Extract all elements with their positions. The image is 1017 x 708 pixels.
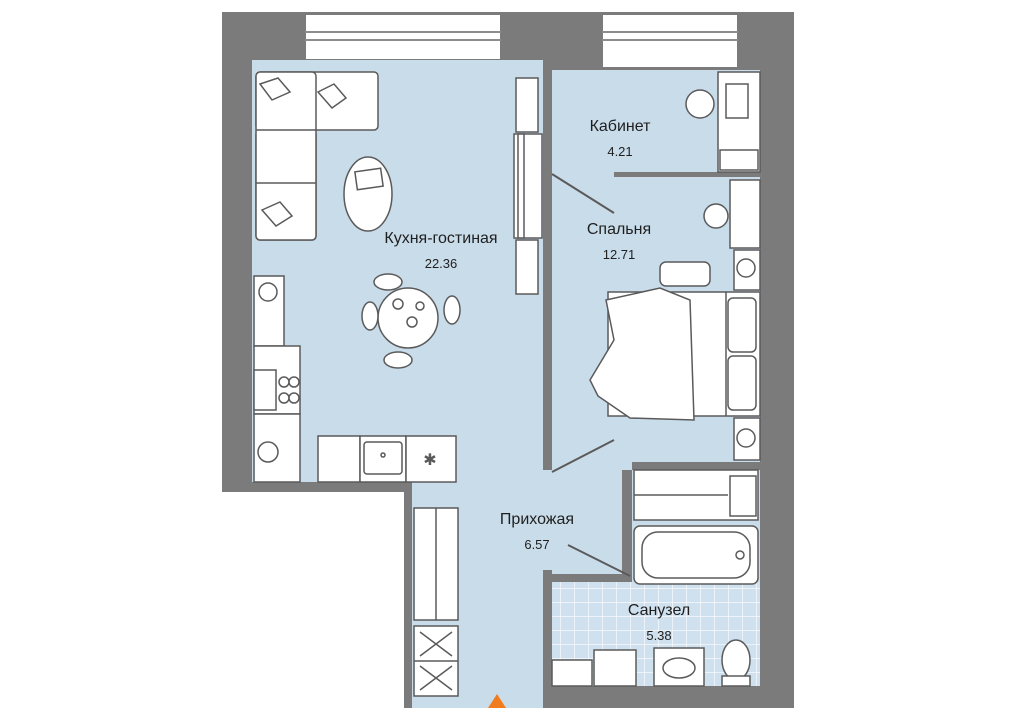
room-label-hallway: Прихожая 6.57: [500, 510, 574, 554]
toilet: [721, 639, 751, 687]
entrance-marker: [488, 694, 506, 708]
room-name: Кабинет: [589, 118, 651, 135]
room-name: Санузел: [627, 602, 691, 619]
door-bathroom: [567, 544, 631, 577]
room-name: Прихожая: [499, 511, 575, 528]
plant: [703, 203, 729, 229]
room-area: 12.71: [602, 247, 636, 262]
room-name: Спальня: [586, 221, 652, 238]
kitchen-unit-left: [253, 275, 301, 483]
rug-slippers: [659, 261, 711, 287]
wall-bottom: [552, 686, 794, 708]
sink: [653, 647, 705, 687]
wall-kitchen-bedroom: [543, 58, 552, 470]
room-label-bathroom: Санузел 5.38: [628, 601, 690, 645]
kitchen-counter: ✱: [317, 435, 457, 483]
room-name: Кухня-гостиная: [384, 230, 498, 247]
room-label-cabinet: Кабинет 4.21: [590, 117, 651, 161]
bathtub: [633, 525, 759, 585]
wall-left: [222, 58, 252, 492]
desk: [685, 71, 761, 173]
washer: [551, 649, 637, 687]
doors: [551, 173, 631, 577]
room-label-bedroom: Спальня 12.71: [587, 220, 651, 264]
door-cabinet: [551, 173, 615, 214]
sofa: [255, 71, 379, 241]
wall-hall-left: [404, 482, 412, 708]
furniture: ✱: [253, 71, 761, 697]
wall-closet: [622, 470, 632, 582]
window-kitchen: [304, 13, 502, 61]
room-area: 22.36: [424, 256, 458, 271]
svg-text:✱: ✱: [423, 452, 436, 469]
dining-table: [361, 273, 461, 369]
wall-cabinet: [614, 172, 760, 177]
tv-stand: [513, 77, 543, 295]
dresser: [729, 179, 761, 249]
wardrobe-hall: [413, 507, 459, 697]
closet-shelves: [633, 469, 759, 521]
door-bedroom: [551, 439, 615, 473]
interior-walls: [222, 58, 794, 708]
wall-bedroom-bottom: [632, 462, 762, 470]
wall-hall-bath: [543, 570, 552, 708]
room-label-kitchen-living: Кухня-гостиная 22.36: [384, 229, 497, 273]
room-area: 6.57: [524, 537, 550, 552]
outer-notch: [210, 492, 404, 708]
bed: [589, 287, 761, 421]
wall-bath-top: [552, 574, 630, 582]
room-area: 5.38: [646, 628, 672, 643]
wall-right: [760, 70, 794, 690]
room-area: 4.21: [607, 144, 633, 159]
coffee-table: [343, 156, 393, 232]
